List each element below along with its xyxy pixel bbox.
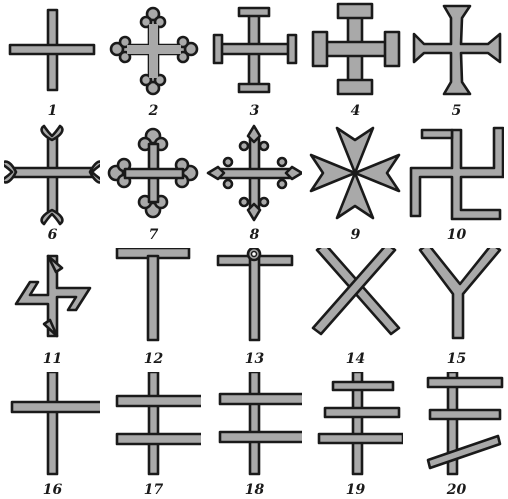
tau-cross-icon bbox=[105, 248, 201, 352]
figure-3: 3 bbox=[204, 0, 305, 124]
greek-cross-icon bbox=[4, 0, 100, 104]
figure-number: 2 bbox=[103, 103, 204, 119]
latin-cross-icon bbox=[4, 372, 100, 476]
figure-13: 13 bbox=[204, 248, 305, 372]
figure-number: 14 bbox=[305, 351, 406, 367]
figure-4: 4 bbox=[305, 0, 406, 124]
figure-number: 9 bbox=[305, 227, 406, 243]
figure-number: 8 bbox=[204, 227, 305, 243]
figure-17: 17 bbox=[103, 372, 204, 496]
figure-15: 15 bbox=[406, 248, 507, 372]
saltire-cross-icon bbox=[307, 248, 403, 352]
figure-number: 3 bbox=[204, 103, 305, 119]
hooked-cross-icon bbox=[4, 248, 100, 352]
figure-number: 4 bbox=[305, 103, 406, 119]
figure-12: 12 bbox=[103, 248, 204, 372]
cross-potent-icon bbox=[206, 0, 302, 104]
figure-7: 7 bbox=[103, 124, 204, 248]
cross-fleury-icon bbox=[206, 124, 302, 228]
patriarchal-cross-icon bbox=[105, 372, 201, 476]
figure-16: 16 bbox=[2, 372, 103, 496]
ankh-tau-cross-icon bbox=[206, 248, 302, 352]
figure-19: 19 bbox=[305, 372, 406, 496]
cross-bottony-icon bbox=[105, 0, 201, 104]
figure-number: 5 bbox=[406, 103, 507, 119]
figure-1: 1 bbox=[2, 0, 103, 124]
cross-pattee-icon bbox=[408, 0, 504, 104]
figure-10: 10 bbox=[406, 124, 507, 248]
figure-number: 12 bbox=[103, 351, 204, 367]
figure-number: 6 bbox=[2, 227, 103, 243]
figure-18: 18 bbox=[204, 372, 305, 496]
papal-cross-icon bbox=[307, 372, 403, 476]
swastika-icon bbox=[408, 124, 504, 228]
figure-number: 10 bbox=[406, 227, 507, 243]
figure-number: 15 bbox=[406, 351, 507, 367]
figure-6: 6 bbox=[2, 124, 103, 248]
figure-number: 7 bbox=[103, 227, 204, 243]
figure-8: 8 bbox=[204, 124, 305, 248]
figure-number: 20 bbox=[406, 482, 507, 498]
maltese-cross-icon bbox=[307, 124, 403, 228]
figure-9: 9 bbox=[305, 124, 406, 248]
cross-flory-icon bbox=[105, 124, 201, 228]
lorraine-cross-icon bbox=[206, 372, 302, 476]
figure-number: 17 bbox=[103, 482, 204, 498]
figure-2: 2 bbox=[103, 0, 204, 124]
figure-number: 1 bbox=[2, 103, 103, 119]
figure-11: 11 bbox=[2, 248, 103, 372]
figure-5: 5 bbox=[406, 0, 507, 124]
figure-number: 18 bbox=[204, 482, 305, 498]
figure-number: 19 bbox=[305, 482, 406, 498]
figure-number: 11 bbox=[2, 351, 103, 367]
figure-20: 20 bbox=[406, 372, 507, 496]
cross-moline-icon bbox=[4, 124, 100, 228]
figure-number: 13 bbox=[204, 351, 305, 367]
cross-potent-broad-icon bbox=[307, 0, 403, 104]
figure-14: 14 bbox=[305, 248, 406, 372]
orthodox-cross-icon bbox=[408, 372, 504, 476]
figure-number: 16 bbox=[2, 482, 103, 498]
forked-cross-icon bbox=[408, 248, 504, 352]
